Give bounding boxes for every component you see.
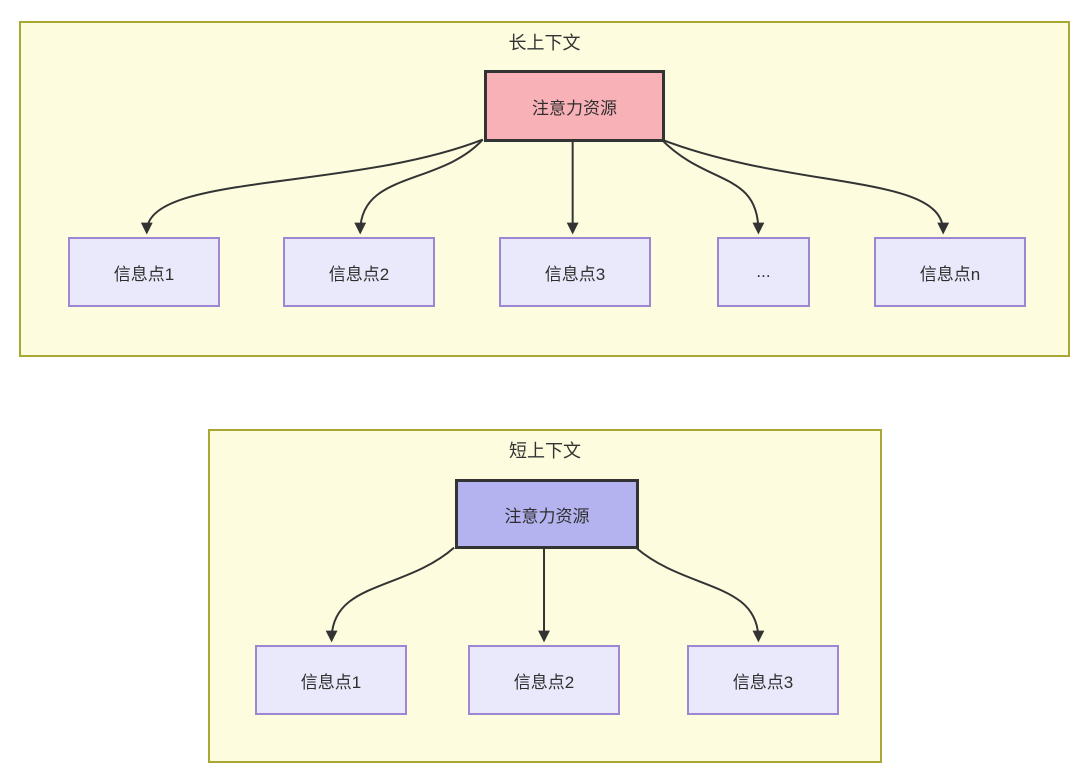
arrow-short-to-info3 [635,546,765,643]
arrow-short-to-info1 [325,546,455,643]
arrow-long-to-info1 [140,138,484,235]
info-box-long-2: 信息点2 [283,237,435,307]
info-box-short-2: 信息点2 [468,645,620,715]
info-box-short-3: 信息点3 [687,645,839,715]
short-context-title: 短上下文 [509,441,581,461]
info-box-long-1: 信息点1 [68,237,220,307]
attention-resource-box-long: 注意力资源 [484,70,665,142]
info-box-long-ellipsis: ... [717,237,810,307]
arrow-long-to-infon [661,138,950,235]
short-context-section: 短上下文 注意力资源 信息点1 信息点2 信息点3 [208,429,882,763]
long-context-title: 长上下文 [508,33,581,53]
long-context-section: 长上下文 注意力资源 信息点1 信息点2 信息点3 ... 信息点n [19,21,1070,357]
arrow-long-to-info2 [354,138,484,235]
attention-resource-box-short: 注意力资源 [455,479,639,549]
info-box-long-n: 信息点n [874,237,1026,307]
info-box-long-3: 信息点3 [499,237,651,307]
info-box-short-1: 信息点1 [255,645,407,715]
arrow-long-to-ellipsis [660,138,765,235]
